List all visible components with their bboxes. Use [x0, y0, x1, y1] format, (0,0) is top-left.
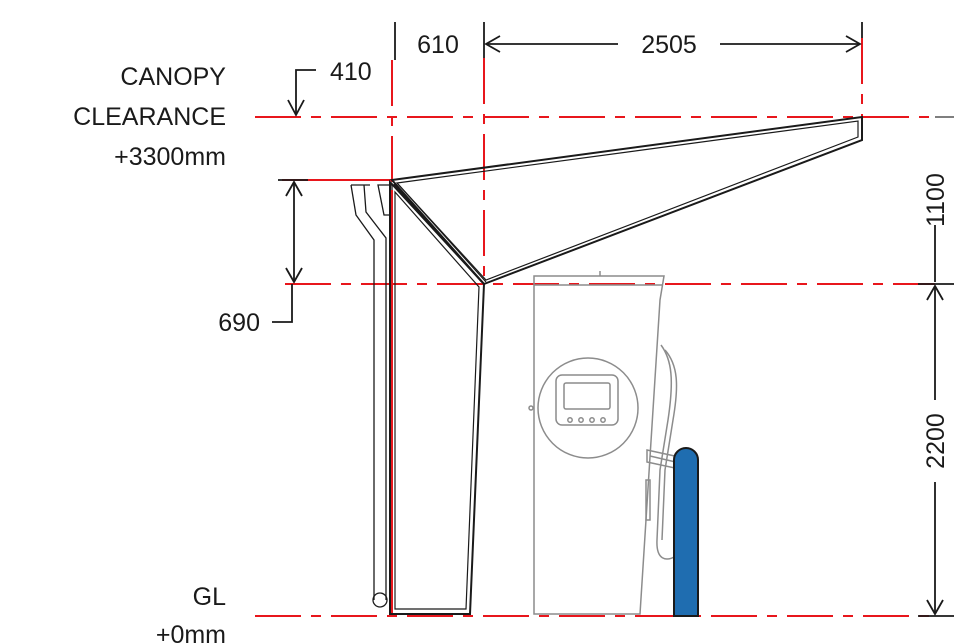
display-bezel	[537, 357, 639, 459]
charge-cable	[656, 344, 677, 560]
canopy-level-label: +3300mm	[114, 143, 226, 171]
gl-label: GL	[193, 583, 226, 611]
dim-610: 610	[417, 31, 459, 59]
canopy-blade-inner	[395, 120, 859, 281]
display-screen	[555, 374, 619, 426]
dim-1100: 1100	[922, 173, 950, 227]
dim-2200: 2200	[922, 413, 950, 469]
canopy-label-line2: CLEARANCE	[73, 103, 226, 131]
button-2	[578, 417, 584, 423]
charger-unit	[528, 271, 685, 615]
dim-690: 690	[218, 309, 260, 337]
canopy-structure	[389, 115, 863, 615]
gl-level-label: +0mm	[156, 621, 226, 643]
button-1	[567, 417, 573, 423]
support-column-inner	[394, 190, 480, 610]
text-labels: CANOPY CLEARANCE +3300mm GL +0mm 410 610…	[73, 31, 950, 643]
downpipe	[350, 184, 393, 608]
dim-2505: 2505	[641, 31, 697, 59]
dim-410: 410	[330, 58, 372, 86]
dimension-lines	[272, 22, 954, 617]
button-4	[600, 417, 606, 423]
button-3	[589, 417, 595, 423]
bollard	[673, 447, 699, 617]
canopy-label-line1: CANOPY	[120, 63, 226, 91]
support-column	[389, 179, 486, 615]
charger-body	[533, 275, 665, 615]
